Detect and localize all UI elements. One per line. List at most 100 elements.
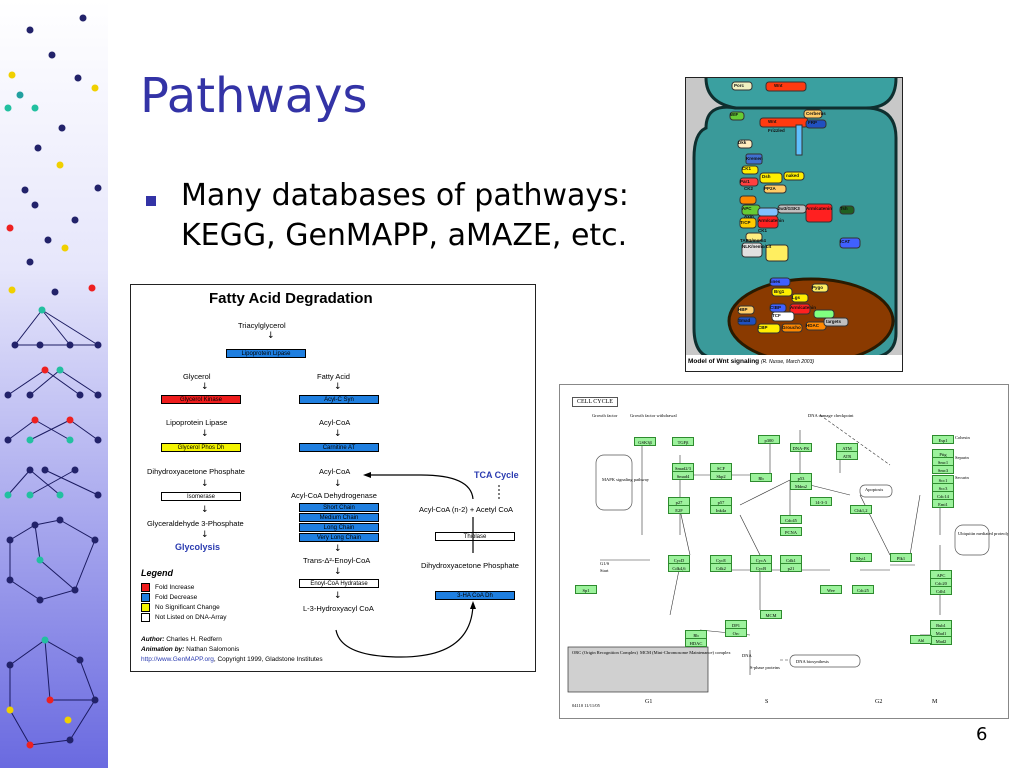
- slide-title: Pathways: [140, 68, 368, 124]
- fa-trans-enoyl: Trans-Δ²-Enoyl-CoA: [303, 556, 371, 565]
- cc-gene-box[interactable]: Rb: [750, 473, 772, 482]
- cell-cycle-figure: CELL CYCLE: [559, 384, 1009, 719]
- wnt-protein-label: Brg1: [774, 289, 785, 294]
- cc-label: MAPK signaling pathway: [602, 477, 649, 482]
- wnt-protein-label: zw3/GSK3: [778, 206, 800, 211]
- cc-gene-box[interactable]: Smc3: [932, 465, 954, 474]
- cc-gene-box[interactable]: p21: [780, 563, 802, 572]
- cc-gene-box[interactable]: Mad2: [930, 636, 952, 645]
- wnt-protein-label: Arm/catenin: [806, 206, 833, 211]
- wnt-protein-label: Axin: [744, 214, 754, 219]
- fa-author: Author: Charles H. Redfern: [141, 636, 222, 643]
- wnt-protein-label: Arm/catenin: [790, 305, 817, 310]
- wnt-signaling-figure: Model of Wnt signaling (R. Nusse, March …: [685, 77, 903, 372]
- fa-glycerol-kinase-box: Glycerol Kinase: [161, 395, 241, 404]
- cc-gene-box[interactable]: DNA-PK: [790, 443, 812, 452]
- cc-phase-label: G1: [645, 699, 653, 705]
- wnt-protein-label: Dsh: [762, 174, 771, 179]
- fa-legend-title: Legend: [141, 568, 174, 578]
- fa-animation: Animation by: Nathan Salomonis: [141, 646, 240, 653]
- cc-gene-box[interactable]: Chk1,2: [850, 505, 872, 514]
- fa-isomerase-box: Isomerase: [161, 492, 241, 501]
- fa-enoyl-coa-hydratase-box: Enoyl-CoA Hydratase: [299, 579, 379, 588]
- wnt-protein-label: Smad: [738, 318, 751, 323]
- wnt-protein-label: WIF: [730, 112, 739, 117]
- cc-gene-box[interactable]: Cdk2: [710, 563, 732, 572]
- wnt-protein-label: Porc: [734, 83, 745, 88]
- fa-arrow: ↓: [334, 382, 342, 392]
- wnt-protein-label: CK1: [742, 166, 752, 171]
- cc-gene-box[interactable]: Orc: [725, 628, 747, 637]
- fa-hydroxyacyl: L-3-Hydroxyacyl CoA: [303, 604, 374, 613]
- cc-gene-box[interactable]: Emi1: [932, 499, 954, 508]
- fa-carnitine-at-box: Carnitine AT: [299, 443, 379, 452]
- cc-gene-box[interactable]: MCM: [760, 610, 782, 619]
- fa-url-link[interactable]: http://www.GenMAPP.org: [141, 656, 214, 663]
- cc-gene-box[interactable]: Abl: [910, 635, 932, 644]
- cc-gene-box[interactable]: Plk1: [890, 553, 912, 562]
- cc-gene-box[interactable]: p300: [758, 435, 780, 444]
- wnt-protein-label: Wnt: [768, 119, 777, 124]
- cc-gene-box[interactable]: E2F: [668, 505, 690, 514]
- sidebar-decoration: [0, 0, 108, 768]
- cc-gene-box[interactable]: TGFβ: [672, 437, 694, 446]
- fa-lipoprotein-lipase-text: Lipoprotein Lipase: [166, 418, 228, 427]
- cc-phase-label: G2: [875, 699, 883, 705]
- wnt-protein-label: Par1: [740, 179, 750, 184]
- cc-gene-box[interactable]: Wee: [820, 585, 842, 594]
- wnt-cell-drawing: [686, 78, 902, 371]
- cc-gene-box[interactable]: CycB: [750, 563, 772, 572]
- cc-label: MCM (Mini-Chromosome Maintenance) comple…: [640, 650, 731, 655]
- cc-gene-box[interactable]: Rb: [685, 630, 707, 639]
- fa-arrow: ↓: [334, 544, 342, 554]
- cc-gene-box[interactable]: Cdc45: [780, 515, 802, 524]
- wnt-protein-label: Arm/catenin: [758, 218, 785, 223]
- cc-gene-box[interactable]: PCNA: [780, 527, 802, 536]
- cc-label: DNA: [742, 653, 752, 658]
- cc-label: DNA damage checkpoint: [808, 413, 854, 418]
- fa-legend-swatch: [141, 602, 150, 612]
- cc-gene-box[interactable]: Cdk4,6: [668, 563, 690, 572]
- wnt-protein-label: TAB1/mom4: [740, 238, 766, 243]
- fa-arrow: ↓: [267, 331, 275, 341]
- wnt-protein-label: PP2A: [764, 186, 776, 191]
- cc-gene-box[interactable]: ATR: [836, 451, 858, 460]
- wnt-caption: Model of Wnt signaling (R. Nusse, March …: [688, 358, 815, 365]
- fa-fatty-acid: Fatty Acid: [317, 372, 350, 381]
- cc-label: Apoptosis: [865, 487, 884, 492]
- wnt-protein-label: CtBP: [770, 305, 781, 310]
- cc-gene-box[interactable]: Esp1: [932, 435, 954, 444]
- fa-short-chain-box: Short Chain: [299, 503, 379, 512]
- fa-glycerol-phos-dh-box: Glycerol Phos Dh: [161, 443, 241, 452]
- cc-gene-box[interactable]: 14-3-3: [810, 497, 832, 506]
- cc-gene-box[interactable]: Sp1: [575, 585, 597, 594]
- cc-gene-box[interactable]: Skp2: [710, 471, 732, 480]
- fa-legend-label: Fold Decrease: [155, 593, 198, 601]
- fa-acyl-coa-1: Acyl-CoA: [319, 418, 351, 427]
- cc-label: Cohesin: [955, 435, 970, 440]
- wnt-protein-label: HDAC: [806, 323, 819, 328]
- cc-gene-box[interactable]: Mdm2: [790, 481, 812, 490]
- bullet-marker: [146, 196, 156, 206]
- fa-arrow: ↓: [201, 479, 209, 489]
- cc-gene-box[interactable]: Smad4: [672, 471, 694, 480]
- cc-gene-box[interactable]: GSK3β: [634, 437, 656, 446]
- fa-legend-item: Fold Decrease: [141, 592, 227, 602]
- cc-gene-box[interactable]: Ink4a: [710, 505, 732, 514]
- fa-title: Fatty Acid Degradation: [209, 290, 373, 307]
- cc-gene-box[interactable]: Cdh1: [930, 586, 952, 595]
- wnt-protein-label: Groucho: [782, 325, 801, 330]
- cc-gene-box[interactable]: Myt1: [850, 553, 872, 562]
- fa-legend-item: No Significant Change: [141, 602, 227, 612]
- fatty-acid-degradation-figure: Fatty Acid Degradation Triacylglycerol ↓…: [130, 284, 536, 672]
- fa-very-long-chain-box: Very Long Chain: [299, 533, 379, 542]
- cc-label: Separin: [955, 455, 969, 460]
- bullet-text: Many databases of pathways: KEGG, GenMAP…: [181, 178, 629, 253]
- fa-glyceraldehyde: Glyceraldehyde 3-Phosphate: [147, 519, 244, 528]
- wnt-protein-label: TrCP: [740, 220, 751, 225]
- fa-arrow: ↓: [201, 530, 209, 540]
- cc-gene-box[interactable]: Cdc25: [852, 585, 874, 594]
- cc-lines: [567, 414, 990, 693]
- fa-arrow: ↓: [201, 429, 209, 439]
